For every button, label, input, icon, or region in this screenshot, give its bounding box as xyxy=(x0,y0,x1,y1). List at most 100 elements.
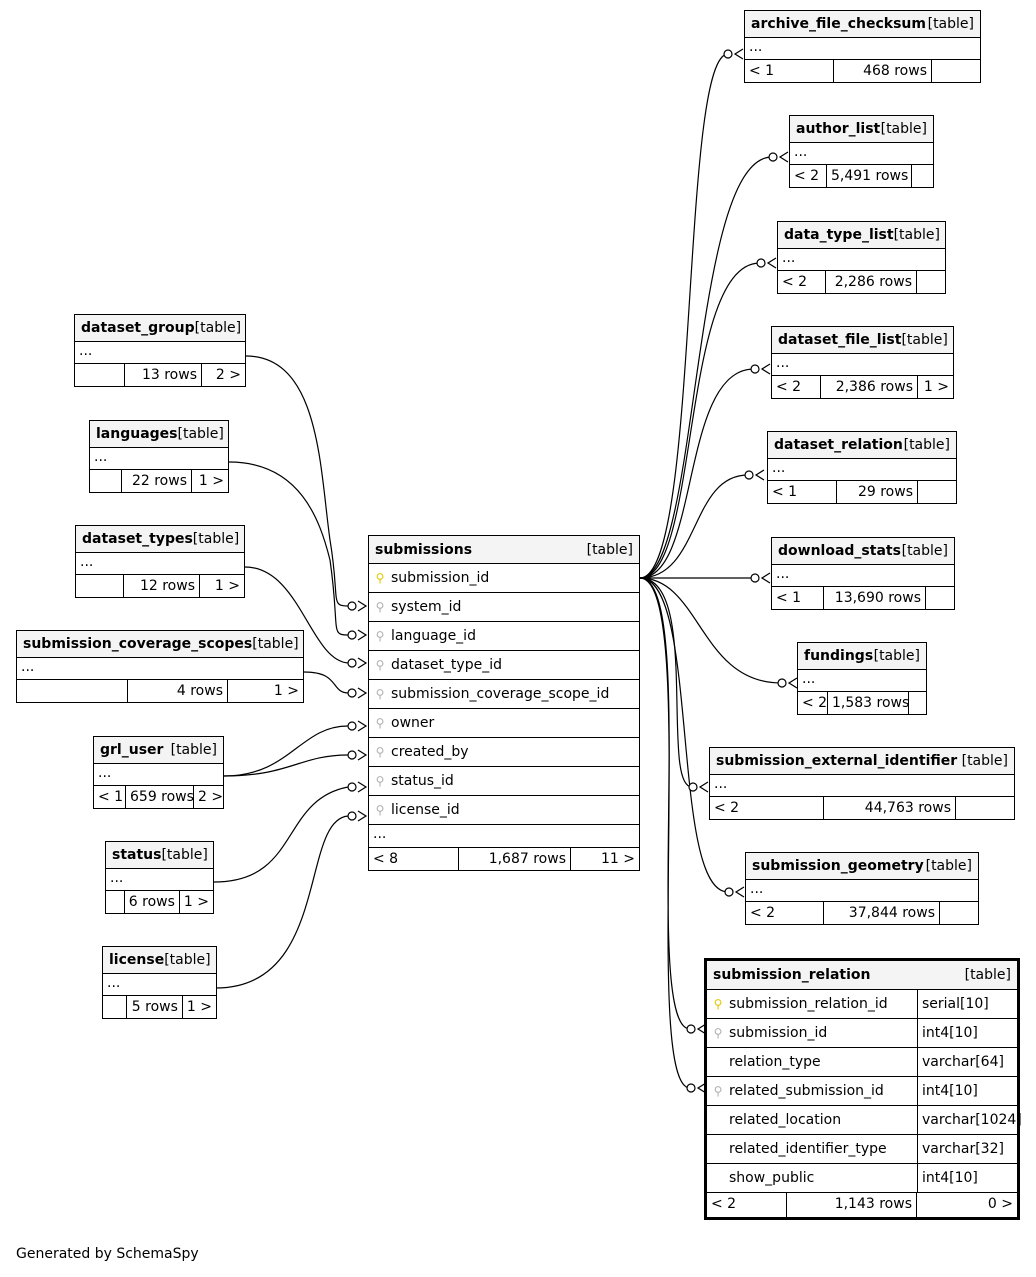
edge-ext-id xyxy=(639,577,693,788)
parents-count: < 1 xyxy=(94,786,126,808)
children-count: 11 > xyxy=(601,851,635,867)
columns-ellipsis: ... xyxy=(94,764,223,786)
table-name: dataset_types xyxy=(82,531,193,547)
columns-ellipsis: ... xyxy=(772,565,954,587)
table-name: submission_external_identifier xyxy=(716,753,958,769)
column-datatype: int4[10] xyxy=(917,1019,1017,1047)
table-name: download_stats xyxy=(778,543,901,559)
table-name: submission_geometry xyxy=(752,858,924,874)
parents-count: < 2 xyxy=(790,165,827,187)
parents-count xyxy=(90,470,122,492)
column-datatype: varchar[1024] xyxy=(917,1106,1022,1134)
column-row[interactable]: ⚲submission_id xyxy=(369,564,639,593)
children-count xyxy=(912,165,933,187)
column-row[interactable]: ⚲submission_coverage_scope_id xyxy=(369,680,639,709)
edge-grl-user-owner xyxy=(223,725,349,777)
column-row[interactable]: ⚲language_id xyxy=(369,622,639,651)
columns-ellipsis: ... xyxy=(103,974,216,996)
column-row[interactable]: ⚲ owner xyxy=(369,709,639,738)
row-count: 5 rows xyxy=(127,996,183,1018)
foreign-key-icon: ⚲ xyxy=(375,716,385,730)
column-row[interactable]: ⚲status_id xyxy=(369,767,639,796)
children-count: 1 > xyxy=(183,894,209,910)
column-row[interactable]: ⚲dataset_type_id xyxy=(369,651,639,680)
table-type: [table] xyxy=(901,332,948,348)
column-datatype: varchar[64] xyxy=(917,1048,1017,1076)
row-count: 2,286 rows xyxy=(826,271,917,293)
parents-count: < 2 xyxy=(798,692,828,714)
table-name: data_type_list xyxy=(784,227,894,243)
edge-author xyxy=(639,156,773,579)
table-name: submission_coverage_scopes xyxy=(23,636,253,652)
column-datatype: varchar[32] xyxy=(917,1135,1017,1163)
edge-archive xyxy=(639,53,729,579)
column-row[interactable]: ⚲system_id xyxy=(369,593,639,622)
children-count: 2 > xyxy=(198,789,224,805)
column-datatype: int4[10] xyxy=(917,1164,1017,1192)
row-count: 659 rows xyxy=(126,786,194,808)
table-submission-coverage-scopes[interactable]: submission_coverage_scopes[table] ... 4 … xyxy=(16,630,304,703)
table-name: archive_file_checksum xyxy=(751,16,926,32)
column-name: owner xyxy=(391,715,435,731)
column-row[interactable]: ⚲license_id xyxy=(369,796,639,825)
foreign-key-icon: ⚲ xyxy=(713,1084,723,1098)
column-name: related_submission_id xyxy=(729,1083,884,1099)
parents-count xyxy=(17,680,128,702)
table-type: [table] xyxy=(177,426,224,442)
columns-ellipsis: ... xyxy=(369,825,639,848)
table-name: fundings xyxy=(804,648,874,664)
children-count: 0 > xyxy=(987,1196,1013,1212)
row-count: 44,763 rows xyxy=(824,797,956,819)
edge-status xyxy=(213,786,349,883)
foreign-key-icon: ⚲ xyxy=(375,687,385,701)
column-name: show_public xyxy=(729,1170,815,1186)
table-name: submission_relation xyxy=(713,967,871,983)
table-type: [table] xyxy=(880,121,927,137)
table-type: [table] xyxy=(961,753,1008,769)
column-name: system_id xyxy=(391,599,462,615)
edge-relation-ds xyxy=(639,474,749,579)
table-submissions[interactable]: submissions[table] ⚲submission_id ⚲syste… xyxy=(368,535,640,871)
column-datatype: serial[10] xyxy=(917,990,1017,1018)
table-name: dataset_group xyxy=(81,320,195,336)
table-name: submissions xyxy=(375,541,473,558)
row-count: 29 rows xyxy=(837,481,918,503)
parents-count: < 2 xyxy=(772,376,821,398)
column-name: language_id xyxy=(391,628,476,644)
column-row[interactable]: show_public int4[10] xyxy=(707,1164,1017,1193)
table-type: [table] xyxy=(170,742,217,758)
parents-count: < 2 xyxy=(778,271,826,293)
table-name: grl_user xyxy=(100,742,164,758)
children-count: 1 > xyxy=(198,473,224,489)
column-name: relation_type xyxy=(729,1054,821,1070)
column-row[interactable]: relation_type varchar[64] xyxy=(707,1048,1017,1077)
row-count: 37,844 rows xyxy=(824,902,940,924)
columns-ellipsis: ... xyxy=(90,448,228,470)
row-count: 22 rows xyxy=(122,470,192,492)
table-submission-external-identifier[interactable]: submission_external_identifier[table] ..… xyxy=(709,747,1015,820)
table-name: status xyxy=(112,847,162,863)
column-name: license_id xyxy=(391,802,460,818)
children-count xyxy=(918,481,956,503)
table-submission-relation[interactable]: submission_relation[table] ⚲submission_r… xyxy=(704,958,1022,1220)
column-row[interactable]: ⚲created_by xyxy=(369,738,639,767)
